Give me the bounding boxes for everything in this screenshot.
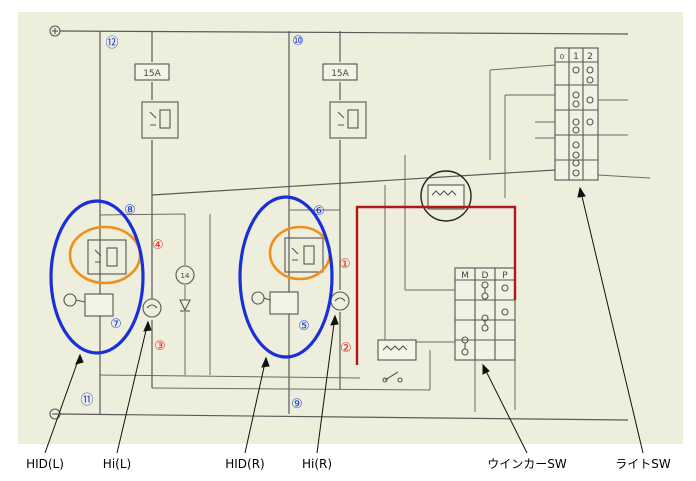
- caption-hi-l: Hi(L): [103, 457, 131, 471]
- highlight-blue-right: [238, 195, 334, 359]
- flasher-relay: [420, 170, 472, 222]
- hid-unit-right: [251, 291, 299, 315]
- marker-11: ⑪: [80, 393, 93, 408]
- indicator-lamp: 14: [175, 265, 195, 285]
- caption-hid-r: HID(R): [225, 457, 265, 471]
- relay-hid-right: [284, 237, 324, 273]
- hid-unit-left: [63, 293, 114, 317]
- fuse-left: 15A: [134, 63, 170, 81]
- caption-hi-r: Hi(R): [302, 457, 332, 471]
- fuse-left-label: 15A: [143, 69, 161, 79]
- indicator-lamp-label: 14: [181, 272, 190, 280]
- marker-5: ⑤: [298, 319, 310, 334]
- highlight-blue-left: [49, 199, 145, 355]
- relay-hid-left: [87, 239, 127, 275]
- diode: [179, 299, 191, 312]
- fuse-right: 15A: [322, 63, 358, 81]
- marker-6: ⑥: [313, 204, 325, 219]
- caption-winker-sw: ウインカーSW: [487, 457, 567, 471]
- winker-switch-table: M D P: [454, 267, 516, 361]
- fuse-right-label: 15A: [331, 69, 349, 79]
- marker-8: ⑧: [124, 203, 136, 218]
- winker-header-p: P: [502, 271, 508, 281]
- relay-top-right: [329, 101, 367, 139]
- marker-4: ④: [152, 238, 164, 253]
- light-switch-table: 0 1 2: [554, 47, 599, 181]
- winker-header-d: D: [482, 271, 489, 281]
- callout-arrows: [44, 186, 644, 454]
- relay-lower: [377, 339, 417, 383]
- light-header-2: 2: [587, 52, 593, 62]
- power-rails: [49, 25, 629, 421]
- marker-3: ③: [154, 339, 166, 354]
- vertical-wires: [99, 31, 341, 414]
- caption-hid-l: HID(L): [26, 457, 64, 471]
- marker-1: ①: [339, 257, 351, 272]
- caption-light-sw: ライトSW: [615, 457, 671, 471]
- marker-10: ⑩: [292, 34, 304, 49]
- highlight-red-wire: [355, 205, 517, 365]
- marker-9: ⑨: [291, 397, 303, 412]
- light-header-0: 0: [560, 53, 564, 61]
- horizontal-wires: [99, 64, 651, 412]
- marker-7: ⑦: [110, 317, 122, 332]
- relay-top-left: [141, 101, 179, 139]
- marker-12: ⑫: [105, 36, 118, 51]
- hi-bulb-right: [330, 291, 350, 311]
- hi-bulb-left: [142, 298, 162, 318]
- winker-header-m: M: [461, 271, 469, 281]
- light-header-1: 1: [573, 52, 579, 62]
- marker-2: ②: [340, 341, 352, 356]
